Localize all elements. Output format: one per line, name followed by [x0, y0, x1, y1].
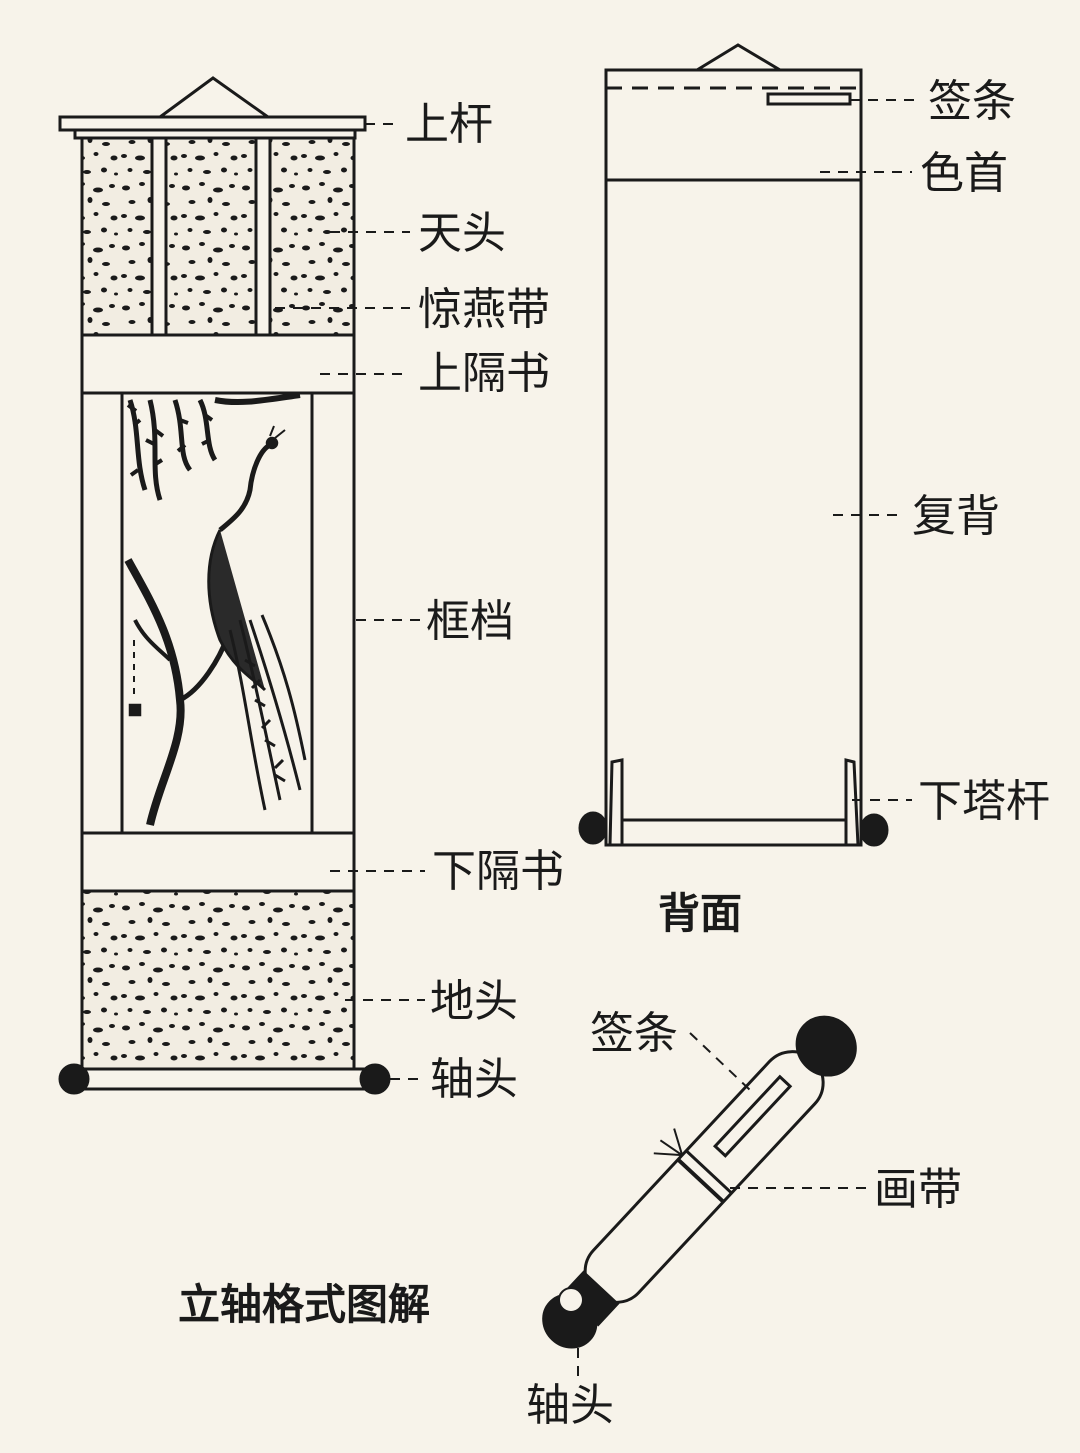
rolled-body [583, 1050, 825, 1304]
label-shang-gan: 上杆 [405, 99, 493, 150]
label-hua-dai: 画带 [874, 1164, 962, 1215]
leader-lines [275, 99, 918, 1380]
jingyan-strip-right [254, 136, 272, 337]
hanger-triangle [155, 76, 273, 119]
lower-separator [80, 831, 356, 893]
back-scroll [578, 43, 889, 847]
back-body [604, 178, 863, 847]
label-di-tou: 地头 [430, 976, 518, 1027]
upper-separator [80, 333, 356, 395]
jingyan-strip-left [150, 136, 168, 337]
back-roller-knob-right [859, 813, 889, 847]
rolled-knob-left [542, 1293, 598, 1349]
back-roller-knob-left [578, 811, 608, 845]
diagram-caption: 立轴格式图解 [178, 1280, 431, 1329]
rolled-scroll [542, 1015, 857, 1349]
label-xia-ta-gan: 下塔杆 [918, 776, 1050, 827]
bottom-roller [80, 1067, 366, 1091]
heaven-section [80, 136, 356, 337]
label-zhou-tou-rolled: 轴头 [526, 1380, 614, 1431]
rolled-label-slip [712, 1074, 793, 1158]
label-jing-yan-dai: 惊燕带 [418, 284, 550, 335]
label-fu-bei: 复背 [912, 491, 1000, 542]
front-roller-knob-right [359, 1063, 391, 1095]
label-qian-tiao-back: 签条 [928, 76, 1016, 127]
peacock-painting [124, 392, 307, 826]
earth-section [80, 889, 356, 1071]
back-caption: 背面 [658, 889, 743, 938]
front-roller-knob-left [58, 1063, 90, 1095]
label-kuang-dang: 框档 [426, 596, 514, 647]
label-zhou-tou-front: 轴头 [430, 1054, 518, 1105]
label-shang-ge-shu: 上隔书 [418, 348, 550, 399]
rolled-tie [676, 1158, 725, 1204]
label-xia-ge-shu: 下隔书 [432, 846, 564, 897]
back-label-slip [766, 92, 852, 106]
rolled-knob-right [795, 1015, 857, 1077]
top-rod [58, 115, 367, 132]
back-hanger-triangle [691, 43, 786, 72]
label-qian-tiao-rolled: 签条 [590, 1008, 678, 1059]
label-se-shou: 色首 [920, 148, 1008, 199]
label-tian-tou: 天头 [418, 208, 506, 259]
